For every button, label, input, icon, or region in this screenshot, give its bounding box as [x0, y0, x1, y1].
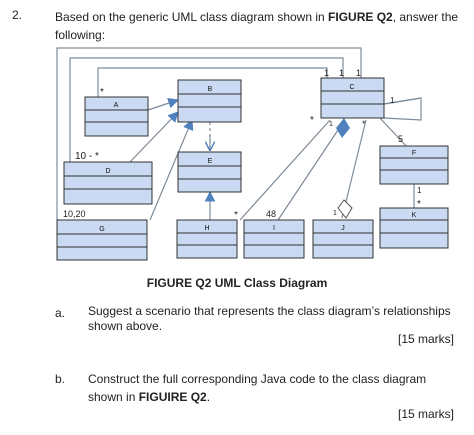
mult-c-top-1: 1 [324, 68, 329, 78]
part-b-text-main: Construct the full corresponding Java co… [88, 372, 427, 404]
class-j-name: J [341, 225, 345, 232]
line-h-to-c [239, 119, 331, 221]
class-g-name: G [99, 226, 104, 233]
part-b-marks: [15 marks] [397, 407, 454, 421]
part-b-letter: b. [55, 372, 66, 386]
part-a-marks: [15 marks] [397, 332, 454, 346]
class-h-name: H [204, 225, 209, 232]
intro-text: Based on the generic UML class diagram s… [55, 10, 329, 24]
class-g [56, 219, 148, 261]
mult-j-1: 1 [333, 210, 337, 217]
question-number: 2. [12, 8, 23, 22]
class-h [176, 219, 238, 259]
mult-f-1: 1 [417, 186, 422, 195]
class-i [243, 219, 305, 259]
mult-a-star: * [100, 87, 104, 98]
intro-figure-ref: FIGURE Q2 [328, 10, 393, 24]
arrow-a-to-b [147, 97, 180, 111]
class-f-name: F [412, 150, 416, 157]
part-b-figure-ref: FIGUIRE Q2 [138, 390, 207, 404]
part-b-text-end: . [206, 390, 211, 404]
class-d [63, 161, 153, 205]
class-a-name: A [114, 102, 119, 109]
class-j [312, 219, 374, 259]
part-a-text: Suggest a scenario that represents the c… [88, 304, 451, 333]
class-e [177, 151, 242, 193]
mult-c-top-3: 1 [356, 68, 361, 78]
arrow-d-to-b [129, 111, 179, 163]
line-g-to-c [56, 47, 362, 220]
class-a [84, 96, 149, 137]
class-b-name: B [208, 86, 213, 93]
mult-d-range: 10 - * [75, 151, 99, 162]
uml-class-diagram: A B C D E F G H I J K * 10 - * 10,20 1 1… [56, 47, 449, 261]
mult-c-right-1: 1 [390, 96, 395, 105]
aggregation-diamond [337, 199, 353, 219]
figure-caption: FIGURE Q2 UML Class Diagram [146, 276, 328, 290]
class-i-name: I [273, 225, 275, 232]
line-d-to-c [69, 57, 344, 162]
part-b-text: Construct the full corresponding Java co… [88, 370, 454, 406]
class-k-name: K [412, 212, 417, 219]
line-c-to-f [379, 117, 409, 149]
mult-c-left-star: * [310, 115, 314, 126]
mult-g-range: 10,20 [63, 209, 86, 219]
question-intro: Based on the generic UML class diagram s… [55, 8, 460, 44]
connector-lines [56, 47, 422, 221]
arrow-g-to-b [149, 119, 194, 221]
mult-i-48: 48 [266, 209, 276, 219]
composition-diamond [336, 118, 350, 138]
mult-k-star: * [417, 199, 421, 210]
line-c-loop [383, 97, 422, 121]
line-i-to-c [277, 129, 339, 221]
mult-f-5: 5 [398, 134, 403, 144]
inheritance-lines [129, 97, 216, 221]
class-d-name: D [105, 168, 110, 175]
line-a-to-c [97, 67, 328, 97]
mult-c-bottom-1: 1 [329, 121, 333, 128]
intro-text-end: , answer the following: [55, 10, 459, 42]
class-c-name: C [349, 84, 354, 91]
part-a-letter: a. [55, 306, 66, 320]
mult-c-bottom-star: * [362, 119, 366, 129]
class-c [320, 77, 385, 119]
mult-c-top-2: 1 [339, 68, 344, 78]
class-b [177, 79, 242, 123]
class-k [379, 207, 449, 249]
class-e-name: E [208, 158, 213, 165]
class-f [379, 145, 449, 185]
mult-h-star: * [234, 210, 238, 221]
